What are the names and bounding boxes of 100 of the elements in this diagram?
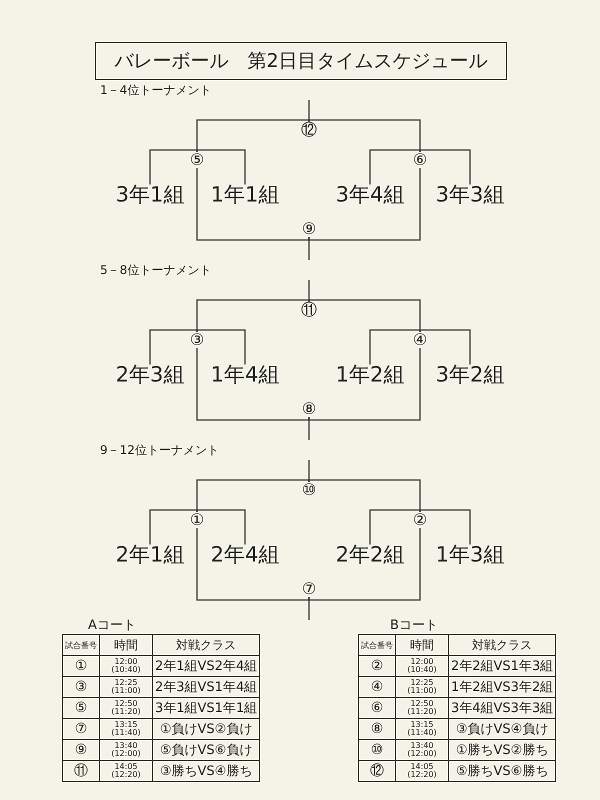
match-number: ⑦: [302, 581, 316, 597]
team-name: 2年2組: [336, 544, 404, 566]
match-number: ⑪: [301, 302, 317, 318]
matchup-text: 3年4組VS3年3組: [448, 698, 556, 718]
team-name: 1年3組: [436, 544, 504, 566]
section-heading: 1－4位トーナメント: [100, 82, 212, 99]
match-time: 14:05 (12:20): [396, 760, 448, 782]
bracket-line: [419, 509, 471, 544]
bracket-line: [369, 509, 421, 544]
bracket-line: [308, 460, 310, 482]
match-number: ⑫: [358, 760, 396, 782]
matchup-text: ③勝ちVS④勝ち: [152, 760, 260, 782]
matchup-text: 3年1組VS1年1組: [152, 698, 260, 718]
match-number: ⑪: [62, 760, 100, 782]
match-time: 12:50 (11:20): [100, 698, 152, 718]
bracket-line: [196, 149, 246, 184]
match-number: ⑤: [190, 152, 204, 168]
bracket-line: [308, 299, 421, 332]
court-heading: Bコート: [390, 617, 438, 634]
bracket-line: [419, 149, 471, 184]
match-number: ⑥: [412, 152, 428, 168]
bracket-line: [308, 348, 421, 421]
match-time: 13:40 (12:00): [396, 740, 448, 760]
match-time: 12:00 (10:40): [100, 656, 152, 676]
match-number: ⑧: [302, 401, 316, 417]
bracket-line: [149, 329, 198, 364]
bracket-line: [419, 329, 471, 364]
match-time: 13:15 (11:40): [100, 718, 152, 740]
bracket-line: [308, 479, 421, 512]
team-name: 1年4組: [210, 364, 280, 386]
matchup-text: ⑤勝ちVS⑥勝ち: [448, 760, 556, 782]
match-time: 13:15 (11:40): [396, 718, 448, 740]
bracket-line: [308, 237, 310, 260]
match-time: 12:50 (11:20): [396, 698, 448, 718]
bracket-line: [149, 509, 198, 544]
matchup-text: 1年2組VS3年2組: [448, 676, 556, 698]
match-number: ⑤: [62, 698, 100, 718]
bracket-line: [196, 168, 310, 241]
bracket-line: [149, 149, 198, 184]
matchup-text: 2年3組VS1年4組: [152, 676, 260, 698]
team-name: 1年2組: [336, 364, 404, 386]
court-heading: Aコート: [88, 617, 136, 634]
matchup-text: ①勝ちVS②勝ち: [448, 740, 556, 760]
team-name: 3年2組: [436, 364, 504, 386]
match-number: ⑧: [358, 718, 396, 740]
match-number: ③: [190, 332, 204, 348]
section-heading: 5－8位トーナメント: [100, 262, 212, 279]
column-header: 試合番号: [62, 634, 100, 656]
match-number: ⑨: [302, 221, 316, 237]
bracket-line: [196, 509, 246, 544]
bracket-line: [308, 119, 421, 152]
match-number: ④: [412, 332, 428, 348]
bracket-line: [196, 348, 310, 421]
bracket-line: [308, 528, 421, 601]
bracket-line: [308, 100, 310, 122]
page-title: バレーボール 第2日目タイムスケジュール: [95, 42, 507, 80]
bracket-line: [308, 280, 310, 302]
team-name: 3年4組: [336, 184, 404, 206]
match-number: ②: [358, 656, 396, 676]
bracket-line: [308, 168, 421, 241]
team-name: 3年1組: [116, 184, 184, 206]
bracket-line: [369, 149, 421, 184]
column-header: 対戦クラス: [152, 634, 260, 656]
match-time: 12:25 (11:00): [396, 676, 448, 698]
match-number: ③: [62, 676, 100, 698]
bracket-line: [308, 417, 310, 440]
column-header: 時間: [100, 634, 152, 656]
match-time: 13:40 (12:00): [100, 740, 152, 760]
match-number: ⑨: [62, 740, 100, 760]
team-name: 2年1組: [116, 544, 184, 566]
column-header: 時間: [396, 634, 448, 656]
bracket-line: [308, 597, 310, 620]
matchup-text: 2年1組VS2年4組: [152, 656, 260, 676]
bracket-line: [196, 119, 310, 152]
team-name: 2年3組: [116, 364, 184, 386]
match-number: ⑦: [62, 718, 100, 740]
match-number: ④: [358, 676, 396, 698]
match-number: ⑫: [301, 122, 317, 138]
column-header: 試合番号: [358, 634, 396, 656]
bracket-line: [196, 479, 310, 512]
matchup-text: ①負けVS②負け: [152, 718, 260, 740]
column-header: 対戦クラス: [448, 634, 556, 656]
bracket-line: [369, 329, 421, 364]
bracket-line: [196, 299, 310, 332]
matchup-text: ③負けVS④負け: [448, 718, 556, 740]
match-number: ①: [190, 512, 204, 528]
bracket-line: [196, 528, 310, 601]
match-number: ①: [62, 656, 100, 676]
match-number: ⑩: [358, 740, 396, 760]
team-name: 3年3組: [436, 184, 504, 206]
matchup-text: ⑤負けVS⑥負け: [152, 740, 260, 760]
bracket-line: [196, 329, 246, 364]
team-name: 1年1組: [210, 184, 280, 206]
section-heading: 9－12位トーナメント: [100, 442, 219, 459]
team-name: 2年4組: [210, 544, 280, 566]
match-time: 12:25 (11:00): [100, 676, 152, 698]
match-number: ⑥: [358, 698, 396, 718]
match-number: ⑩: [302, 482, 316, 498]
match-number: ②: [412, 512, 428, 528]
matchup-text: 2年2組VS1年3組: [448, 656, 556, 676]
